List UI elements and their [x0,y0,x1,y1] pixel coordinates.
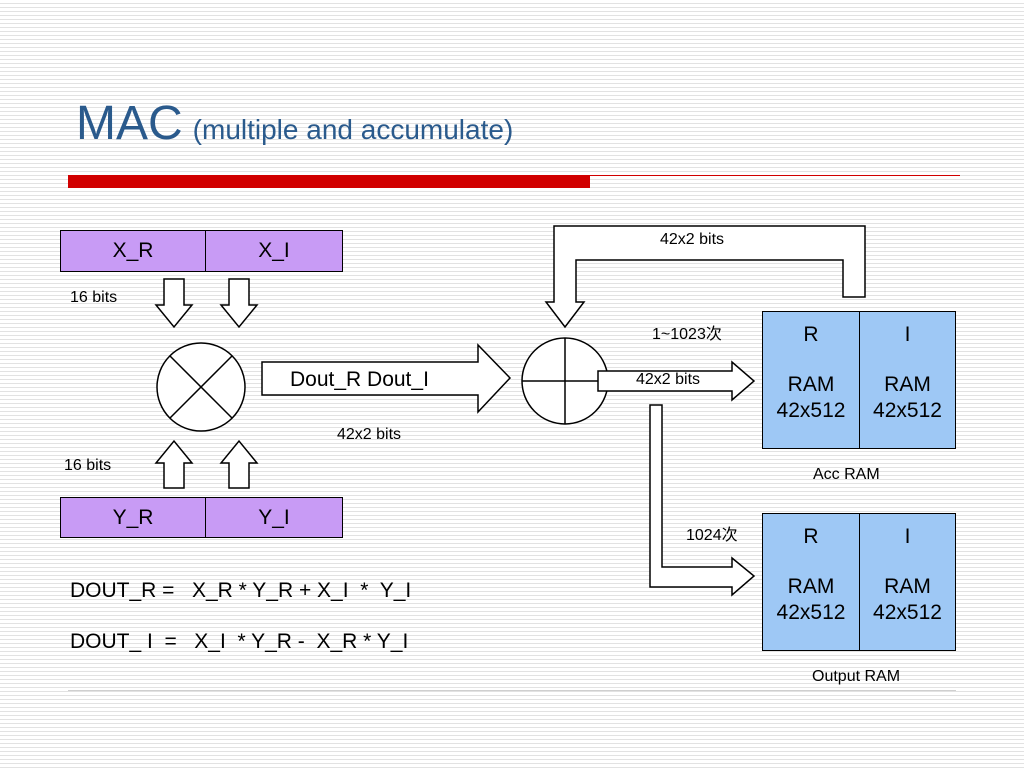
acc-bits-label: 42x2 bits [636,371,701,388]
acc-arrow [597,360,756,402]
x-bits-label: 16 bits [70,289,118,306]
x-i-down-arrow [219,278,259,329]
dout-label: Dout_R Dout_I [290,368,429,391]
title-main: MAC [76,97,183,150]
y-r-up-arrow [154,439,194,489]
x-i-cell: X_I [205,230,343,272]
title-accent-line [590,175,960,176]
acc-count-label: 1~1023次 [652,326,722,343]
output-ram-caption: Output RAM [812,668,901,685]
output-ram-i: I RAM 42x512 [859,513,956,651]
output-count-label: 1024次 [686,527,738,544]
output-arrow [649,404,756,597]
output-ram-i-size: 42x512 [873,601,942,625]
x-r-down-arrow [154,278,194,329]
formula-dout-r: DOUT_R = X_R * Y_R + X_I * Y_I [70,579,412,602]
title-accent-bar [68,175,590,188]
output-ram-r-label: R [803,525,819,548]
output-ram-i-label: I [904,525,911,548]
acc-ram-r-label: R [803,323,819,346]
y-i-cell: Y_I [205,497,343,538]
feedback-arrow [544,225,866,329]
dout-arrow [261,343,512,414]
adder-symbol [521,337,609,425]
acc-ram-i: I RAM 42x512 [859,311,956,449]
feedback-bits-label: 42x2 bits [660,231,725,248]
acc-ram-caption: Acc RAM [813,466,880,483]
acc-ram-i-size: 42x512 [873,399,942,423]
output-ram-r-type: RAM [787,575,835,598]
slide-title: MAC (multiple and accumulate) [76,100,513,148]
formula-dout-i: DOUT_ I = X_I * Y_R - X_R * Y_I [70,630,409,653]
y-i-up-arrow [219,439,259,489]
y-r-cell: Y_R [60,497,206,538]
acc-ram-i-label: I [904,323,911,346]
multiplier-symbol [156,342,246,432]
output-ram-r-size: 42x512 [776,601,846,625]
dout-bits-label: 42x2 bits [337,426,402,443]
title-subtitle: (multiple and accumulate) [192,114,514,145]
y-bits-label: 16 bits [64,457,112,474]
acc-ram-r-type: RAM [787,373,835,396]
output-ram-r: R RAM 42x512 [762,513,860,651]
acc-ram-i-type: RAM [884,373,931,396]
acc-ram-r-size: 42x512 [776,399,846,423]
footer-divider [68,690,956,691]
acc-ram-r: R RAM 42x512 [762,311,860,449]
output-ram-i-type: RAM [884,575,931,598]
x-r-cell: X_R [60,230,206,272]
